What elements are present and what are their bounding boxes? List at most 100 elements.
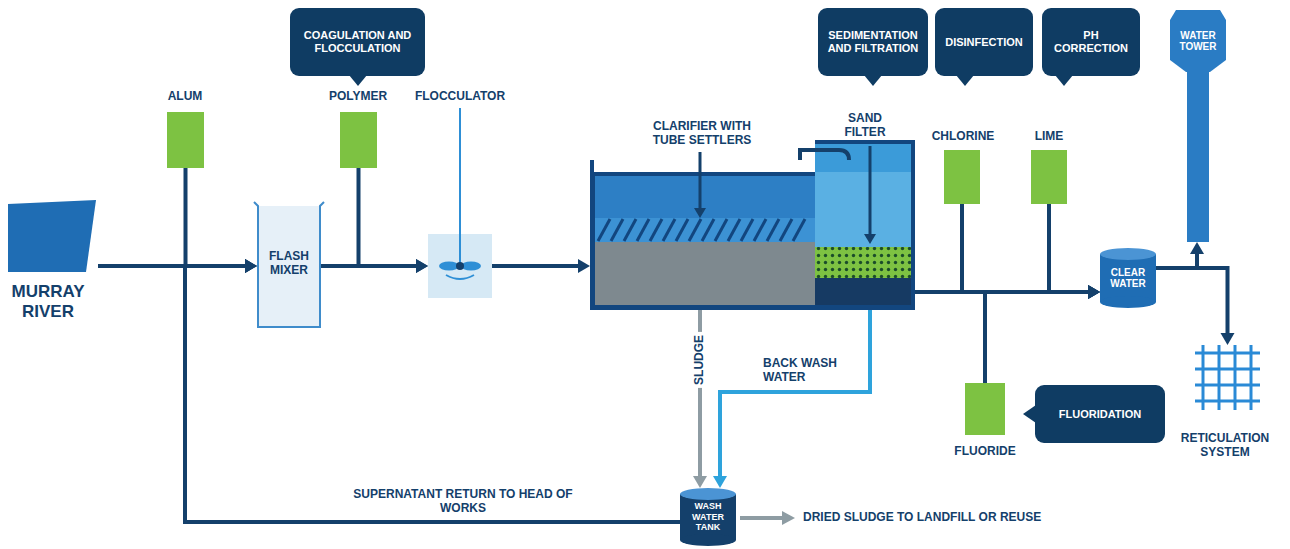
sand-filter-part xyxy=(815,144,911,305)
node-label: WATER TOWER xyxy=(1172,30,1224,53)
clarifier-tank-part xyxy=(637,219,649,241)
clarifier-tank-part xyxy=(598,219,610,241)
pipe-connector xyxy=(985,285,1100,383)
clear-water-tank-part xyxy=(1100,248,1156,260)
pipe-connector xyxy=(800,150,815,160)
node-label: CLEAR WATER xyxy=(1102,267,1154,290)
chemical-dosing-box-part xyxy=(1031,150,1067,204)
clarifier-tank-part xyxy=(624,219,636,241)
chemical-dosing-box: LIME xyxy=(1016,122,1082,206)
flow-label: SLUDGE xyxy=(692,332,708,388)
node-label: COAGULATION AND FLOCCULATION xyxy=(300,29,415,54)
clarifier-tank-part xyxy=(694,208,706,218)
sand-filter-part xyxy=(815,172,911,247)
chemical-dosing-box-part xyxy=(340,112,377,168)
sand-filter-shape xyxy=(815,112,915,310)
chemical-dosing-box: CHLORINE xyxy=(930,122,996,206)
flash-mixer-part xyxy=(258,206,320,327)
pipe-connector xyxy=(1156,242,1204,268)
reticulation-grid-shape xyxy=(1180,340,1270,480)
process-callout: COAGULATION AND FLOCCULATION xyxy=(290,8,425,76)
node-label: PH CORRECTION xyxy=(1048,29,1134,54)
river-source: MURRAY RIVER xyxy=(8,196,100,328)
node-label: DISINFECTION xyxy=(941,36,1027,49)
process-callout-part xyxy=(1055,75,1073,86)
clarifier-tank-part xyxy=(699,152,702,208)
clarifier-tank-part xyxy=(689,219,701,241)
pipe-line xyxy=(186,168,248,266)
pipe-connector xyxy=(713,310,870,488)
clear-water-tank-part xyxy=(1100,296,1156,308)
pipe-connector xyxy=(359,168,429,273)
pipe-line xyxy=(720,310,870,478)
node-label: RETICULATION SYSTEM xyxy=(1180,432,1270,460)
pipe-connector xyxy=(321,259,428,273)
chemical-dosing-box: FLUORIDE xyxy=(950,383,1020,463)
river-source-part xyxy=(8,200,96,272)
node-label: FLUORIDATION xyxy=(1045,408,1155,421)
note-label: DRIED SLUDGE TO LANDFILL OR REUSE xyxy=(800,510,1044,526)
node-label: ALUM xyxy=(160,90,210,104)
process-callout-part xyxy=(1023,405,1036,423)
sand-filter-part xyxy=(813,150,849,160)
clarifier-tank-part xyxy=(741,219,753,241)
pipe-line xyxy=(321,264,418,268)
chemical-dosing-box-part xyxy=(965,383,1005,435)
clarifier-tank-part xyxy=(650,219,662,241)
sludge-out-head xyxy=(782,511,795,525)
clarifier-tank-part xyxy=(663,219,675,241)
node-label: SEDIMENTATION AND FILTRATION xyxy=(825,29,921,54)
node-label: FLASH MIXER xyxy=(259,250,319,278)
flocculator-part xyxy=(456,262,464,270)
wash-water-tank: WASH WATER TANK xyxy=(680,488,736,546)
clarifier-tank-part xyxy=(595,218,815,242)
node-label: FLUORIDE xyxy=(950,445,1020,459)
node-label: CHLORINE xyxy=(930,130,996,144)
clarifier-tank-part xyxy=(754,219,766,241)
process-callout: DISINFECTION xyxy=(935,8,1033,76)
water-tower-part xyxy=(1170,10,1226,72)
pipe-line xyxy=(800,150,815,160)
clarifier-tank-part xyxy=(793,219,805,241)
clarifier-tank-part xyxy=(611,219,623,241)
pipe-connector xyxy=(1156,268,1235,345)
pipe-line xyxy=(1049,204,1090,292)
process-callout-part xyxy=(864,75,882,86)
wash-water-tank-part xyxy=(680,488,736,500)
process-callout-part xyxy=(349,75,367,86)
process-callout-part xyxy=(1035,385,1165,443)
process-callout-part xyxy=(935,8,1033,76)
node-label: CLARIFIER WITH TUBE SETTLERS xyxy=(642,120,762,148)
flash-mixer: FLASH MIXER xyxy=(257,200,321,328)
process-callout-part xyxy=(956,75,974,86)
node-label: LIME xyxy=(1016,130,1082,144)
node-label: MURRAY RIVER xyxy=(8,282,88,321)
clarifier-tank-part xyxy=(590,172,815,310)
process-callout-part xyxy=(818,8,928,76)
sand-filter-part xyxy=(815,140,915,310)
pipe-connector xyxy=(962,204,1100,299)
node-label: POLYMER xyxy=(325,90,391,104)
pipe-line xyxy=(1156,252,1197,268)
pipe-line xyxy=(985,292,1090,383)
pipe-line xyxy=(1156,268,1228,335)
sand-filter-part xyxy=(815,247,911,278)
clarifier-tank-part xyxy=(702,219,714,241)
clarifier-tank-shape xyxy=(590,118,815,310)
pipe-connector xyxy=(186,168,258,273)
clarifier-tank: CLARIFIER WITH TUBE SETTLERS xyxy=(590,118,815,310)
clarifier-tank-part xyxy=(715,219,727,241)
water-tower-part xyxy=(1187,72,1209,242)
flow-label: SUPERNATANT RETURN TO HEAD OF WORKS xyxy=(350,487,576,517)
reticulation-grid: RETICULATION SYSTEM xyxy=(1180,340,1270,480)
clarifier-tank-part xyxy=(676,219,688,241)
clarifier-tank-part xyxy=(780,219,792,241)
flocculator-part xyxy=(459,108,461,266)
clarifier-tank-part xyxy=(728,219,740,241)
clarifier-tank-part xyxy=(767,219,779,241)
chemical-dosing-box-part xyxy=(944,150,980,204)
chemical-dosing-box-part xyxy=(167,112,204,168)
process-callout: FLUORIDATION xyxy=(1035,385,1165,443)
process-callout: PH CORRECTION xyxy=(1042,8,1140,76)
node-label: SAND FILTER xyxy=(830,112,900,140)
